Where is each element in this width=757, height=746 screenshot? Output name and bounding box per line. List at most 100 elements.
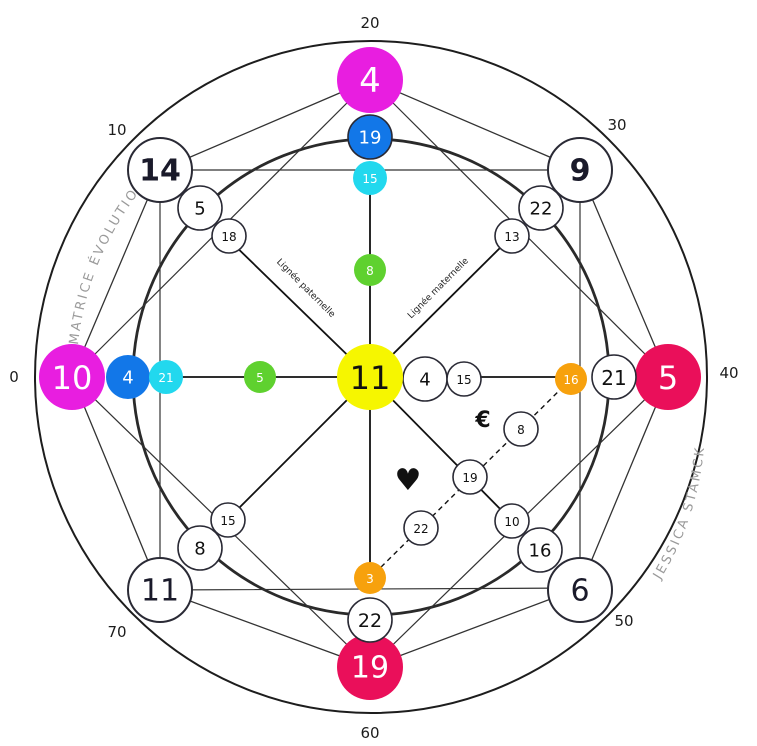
node-circle <box>127 137 193 203</box>
ring-label-bottom-left: 70 <box>107 623 126 641</box>
paternal-line-label: Lignée paternelle <box>274 257 338 321</box>
node-bottom-orange: 3 <box>354 562 386 594</box>
node-circle <box>494 503 530 539</box>
node-circle <box>635 344 701 410</box>
node-circle <box>403 510 439 546</box>
node-br-outer: 6 <box>547 557 613 623</box>
node-left-outer: 10 <box>39 344 105 410</box>
node-tr-inner: 13 <box>494 218 530 254</box>
node-top-blue: 19 <box>347 114 393 160</box>
node-value: 10 <box>52 359 93 397</box>
node-bottom-white: 22 <box>347 597 393 643</box>
node-center-right-2: 15 <box>446 361 482 397</box>
node-value: 3 <box>366 572 374 586</box>
node-tl-inner: 18 <box>211 218 247 254</box>
node-circle <box>244 361 276 393</box>
node-value: 6 <box>570 574 589 609</box>
ring-label-right: 40 <box>719 364 738 382</box>
node-circle <box>106 355 150 399</box>
node-left-green: 5 <box>244 361 276 393</box>
heart-icon: ♥ <box>395 463 422 498</box>
node-circle <box>547 137 613 203</box>
node-value: 9 <box>570 154 591 189</box>
node-circle <box>337 47 403 113</box>
node-circle <box>517 527 563 573</box>
node-circle <box>337 634 403 700</box>
node-cross-node: 19 <box>452 459 488 495</box>
node-value: 15 <box>220 514 235 528</box>
node-value: 8 <box>517 423 525 437</box>
node-circle <box>354 254 386 286</box>
node-circle <box>177 185 223 231</box>
node-value: 8 <box>194 539 205 560</box>
money-love-line <box>369 379 571 579</box>
node-circle <box>127 557 193 623</box>
node-value: 22 <box>530 199 553 220</box>
node-value: 22 <box>413 522 428 536</box>
money-icon: € <box>474 408 490 433</box>
node-center: 11 <box>337 344 403 410</box>
ring-label-top-left: 10 <box>107 121 126 139</box>
node-right-orange: 16 <box>555 363 587 395</box>
ring-label-bottom: 60 <box>360 724 379 742</box>
node-tr-outer: 9 <box>547 137 613 203</box>
node-value: 16 <box>529 541 552 562</box>
node-top-green: 8 <box>354 254 386 286</box>
node-tl-outer: 14 <box>127 137 193 203</box>
maternal-line-label: Lignée maternelle <box>406 255 472 321</box>
node-tl-mid: 5 <box>177 185 223 231</box>
node-value: 11 <box>350 359 391 397</box>
node-circle <box>211 218 247 254</box>
node-value: 5 <box>194 199 205 220</box>
node-value: 5 <box>658 359 678 397</box>
node-value: 16 <box>563 373 578 387</box>
node-value: 19 <box>462 471 477 485</box>
node-value: 4 <box>359 61 381 101</box>
node-br-mid: 16 <box>517 527 563 573</box>
ring-label-left: 0 <box>9 368 19 386</box>
node-right-white: 21 <box>591 354 637 400</box>
node-circle <box>591 354 637 400</box>
node-value: 8 <box>366 264 374 278</box>
node-circle <box>555 363 587 395</box>
node-value: 14 <box>139 154 181 189</box>
node-br-inner: 10 <box>494 503 530 539</box>
node-circle <box>347 597 393 643</box>
node-value: 22 <box>358 610 382 632</box>
node-left-blue: 4 <box>106 355 150 399</box>
node-circle <box>446 361 482 397</box>
node-value: 5 <box>256 371 264 385</box>
node-bl-mid: 8 <box>177 525 223 571</box>
node-tr-mid: 22 <box>518 185 564 231</box>
node-value: 10 <box>504 515 519 529</box>
node-value: 13 <box>504 230 519 244</box>
node-value: 19 <box>359 128 382 149</box>
node-circle <box>518 185 564 231</box>
node-value: 15 <box>456 373 471 387</box>
node-value: 21 <box>601 366 626 390</box>
node-value: 4 <box>122 368 133 389</box>
node-circle <box>210 502 246 538</box>
node-bl-inner: 15 <box>210 502 246 538</box>
outer-circle <box>34 40 708 714</box>
node-top-cyan: 15 <box>353 161 387 195</box>
node-bottom-outer: 19 <box>337 634 403 700</box>
node-top-outer: 4 <box>337 47 403 113</box>
node-bl-outer: 11 <box>127 557 193 623</box>
person-name: JESSICA STAMCK <box>650 445 708 583</box>
node-circle <box>149 360 183 394</box>
node-circle <box>347 114 393 160</box>
node-circle <box>353 161 387 195</box>
node-value: 18 <box>221 230 236 244</box>
ring-label-bottom-right: 50 <box>614 612 633 630</box>
node-circle <box>547 557 613 623</box>
node-circle <box>494 218 530 254</box>
node-circle <box>337 344 403 410</box>
node-value: 21 <box>158 371 173 385</box>
node-circle <box>39 344 105 410</box>
node-circle <box>452 459 488 495</box>
node-circle <box>354 562 386 594</box>
node-value: 11 <box>141 574 179 609</box>
node-value: 15 <box>362 172 377 186</box>
